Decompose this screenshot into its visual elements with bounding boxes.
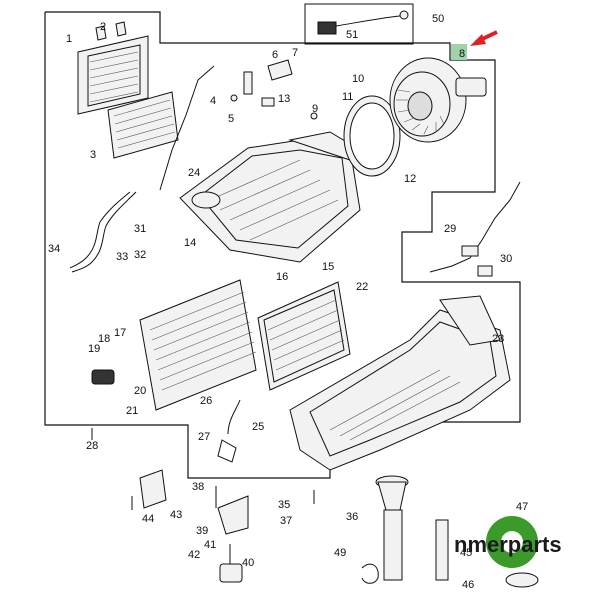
callout-label-25: 25 <box>252 421 264 433</box>
blower-wheel <box>389 57 487 143</box>
assembly-boundary <box>44 11 521 479</box>
callout-label-30: 30 <box>500 253 512 265</box>
switch-5 <box>243 71 253 95</box>
callout-label-9: 9 <box>312 103 318 115</box>
callout-label-32: 32 <box>134 249 146 261</box>
cabin-filter <box>107 91 179 159</box>
callout-label-22: 22 <box>356 281 368 293</box>
callout-label-6: 6 <box>272 49 278 61</box>
callout-label-43: 43 <box>170 509 182 521</box>
callout-label-36: 36 <box>346 511 358 523</box>
brand-logo-text: nmerparts <box>454 532 562 557</box>
evaporator-core <box>91 279 257 411</box>
callout-label-23: 23 <box>492 333 504 345</box>
callout-label-18: 18 <box>98 333 110 345</box>
callout-label-33: 33 <box>116 251 128 263</box>
callout-label-44: 44 <box>142 513 154 525</box>
cable <box>159 65 215 191</box>
pointer-arrow <box>470 30 498 46</box>
tube-46 <box>435 519 449 581</box>
blower-housing <box>179 131 361 263</box>
callout-label-24: 24 <box>188 167 200 179</box>
callout-label-20: 20 <box>134 385 146 397</box>
callout-label-2: 2 <box>100 21 106 33</box>
callout-label-50: 50 <box>432 13 444 25</box>
callout-label-3: 3 <box>90 149 96 161</box>
callout-label-13: 13 <box>278 93 290 105</box>
callout-label-35: 35 <box>278 499 290 511</box>
brand-logo: nmerparts <box>454 516 562 568</box>
callout-label-41: 41 <box>204 539 216 551</box>
drain-tube <box>375 475 409 581</box>
callout-label-8: 8 <box>459 48 465 60</box>
gear-icon <box>486 516 538 568</box>
callout-label-46: 46 <box>462 579 474 591</box>
callout-label-5: 5 <box>228 113 234 125</box>
callout-label-49: 49 <box>334 547 346 559</box>
callout-label-28: 28 <box>86 440 98 452</box>
resistor <box>461 245 479 257</box>
callout-label-37: 37 <box>280 515 292 527</box>
callout-label-17: 17 <box>114 327 126 339</box>
highlight-box <box>451 44 467 60</box>
callout-label-27: 27 <box>198 431 210 443</box>
callout-label-11: 11 <box>342 91 353 103</box>
callout-label-15: 15 <box>322 261 334 273</box>
callout-label-26: 26 <box>200 395 212 407</box>
callout-label-29: 29 <box>444 223 456 235</box>
air-filter-frame <box>77 21 149 115</box>
callout-label-1: 1 <box>66 33 72 45</box>
heater-core <box>257 281 351 391</box>
callout-label-51: 51 <box>346 29 358 41</box>
callout-label-7: 7 <box>292 47 298 59</box>
callout-label-12: 12 <box>404 173 416 185</box>
lower-housing <box>289 295 511 471</box>
callout-label-31: 31 <box>134 223 146 235</box>
callout-label-10: 10 <box>352 73 364 85</box>
callout-label-42: 42 <box>188 549 200 561</box>
callout-label-16: 16 <box>276 271 288 283</box>
callout-label-45: 45 <box>460 547 472 559</box>
callout-label-4: 4 <box>210 95 216 107</box>
callout-label-21: 21 <box>126 405 138 417</box>
harness-box <box>304 3 414 45</box>
callout-label-19: 19 <box>88 343 100 355</box>
callout-label-34: 34 <box>48 243 60 255</box>
callout-label-39: 39 <box>196 525 208 537</box>
callout-label-40: 40 <box>242 557 254 569</box>
callout-label-38: 38 <box>192 481 204 493</box>
callout-label-47: 47 <box>516 501 528 513</box>
callout-label-14: 14 <box>184 237 196 249</box>
